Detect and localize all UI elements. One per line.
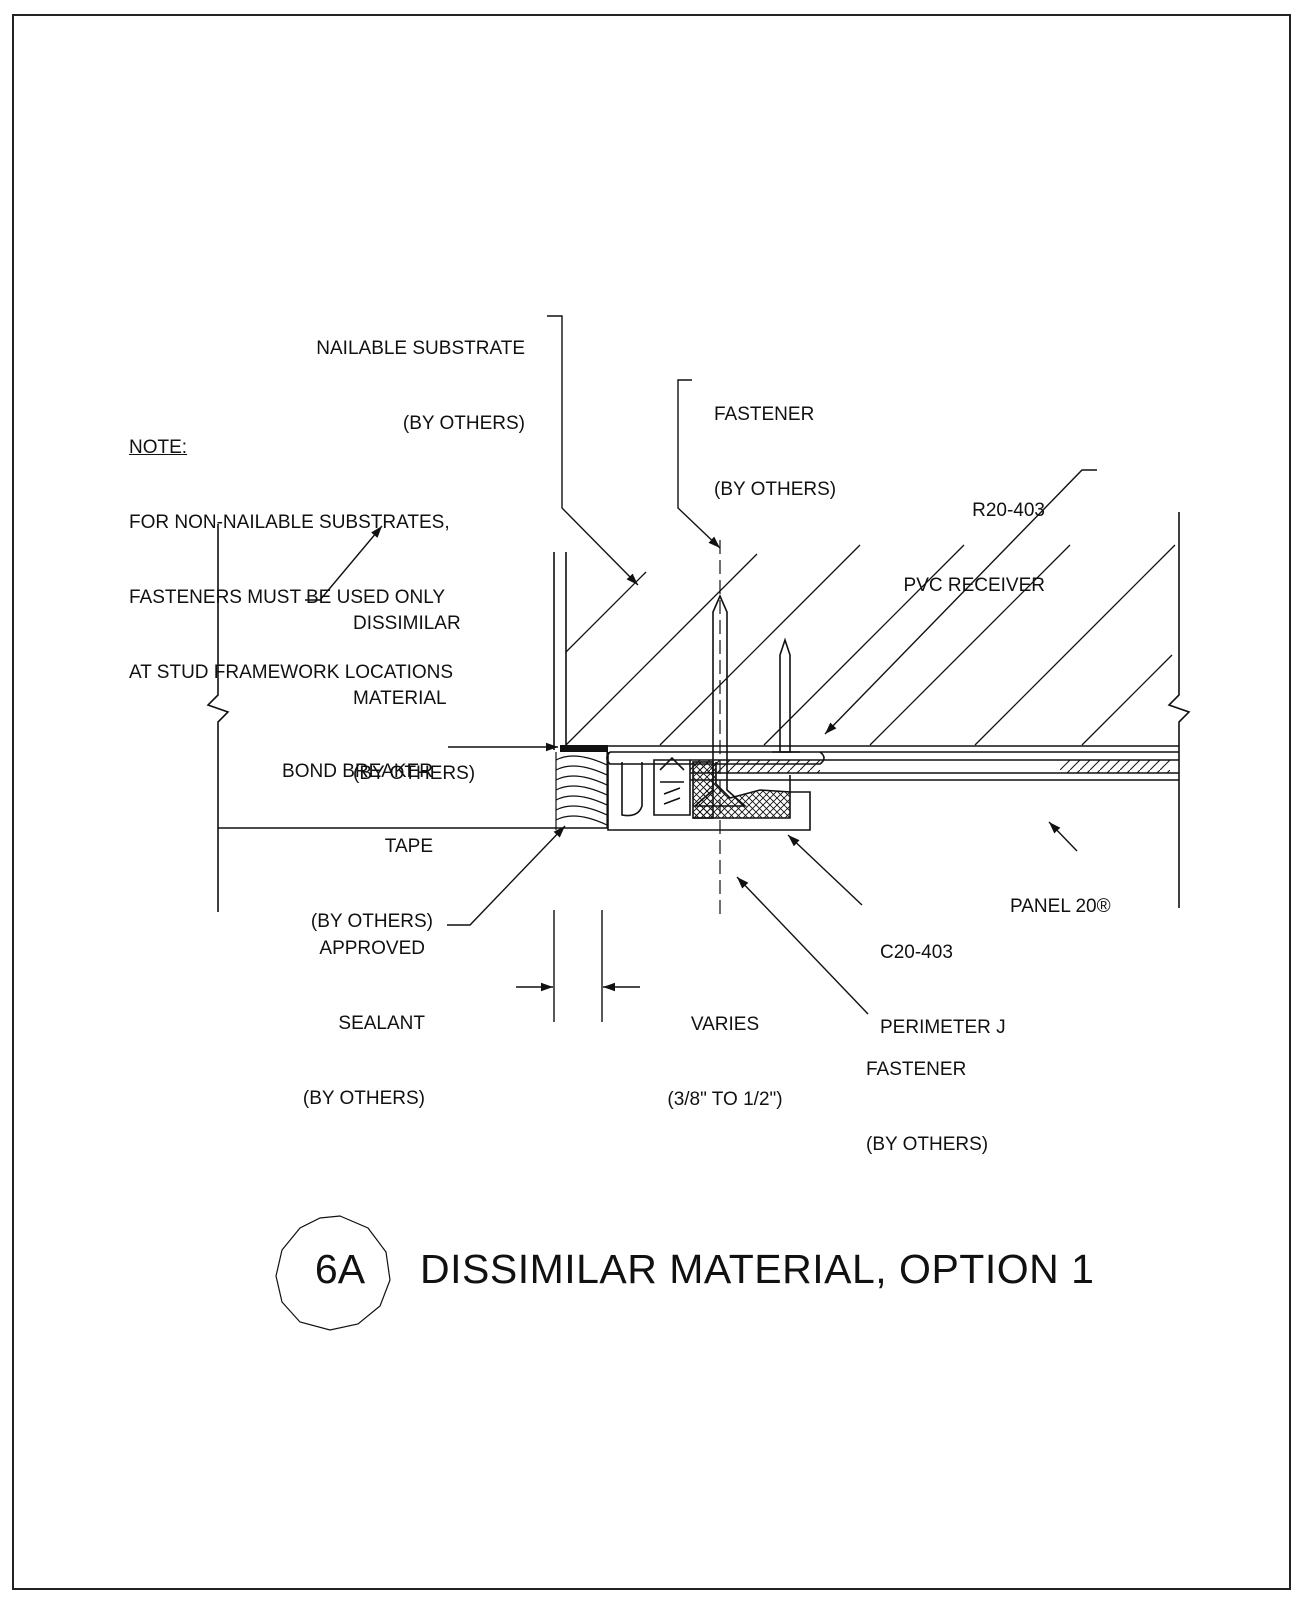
detail-tag: 6A: [314, 1246, 366, 1292]
substrate-edge: [553, 552, 567, 752]
fastener-main: [692, 540, 748, 915]
receiver-and-panel: [566, 745, 1179, 781]
bond-breaker-tape: [560, 745, 608, 752]
label-perimeter-j: C20-403 PERIMETER J: [880, 942, 1006, 1038]
label-sealant: APPROVED SEALANT (BY OTHERS): [302, 938, 425, 1109]
label-varies: VARIES (3/8" TO 1/2"): [667, 1014, 783, 1110]
label-fastener-bottom: FASTENER (BY OTHERS): [866, 1059, 989, 1155]
dimension-varies: [516, 910, 640, 1022]
label-nailable-substrate: NAILABLE SUBSTRATE (BY OTHERS): [316, 338, 525, 434]
right-break-line: [1167, 512, 1191, 908]
label-panel: PANEL 20®: [1010, 896, 1111, 917]
label-fastener-top: FASTENER (BY OTHERS): [714, 404, 837, 500]
label-receiver: R20-403 PVC RECEIVER: [903, 500, 1045, 596]
drawing-sheet: [12, 14, 1291, 1590]
leader-lines: [305, 315, 1097, 1015]
note-block: NOTE: FOR NON-NAILABLE SUBSTRATES, FASTE…: [129, 437, 454, 683]
sealant-waves: [555, 752, 608, 830]
label-dissimilar-material: DISSIMILAR MATERIAL (BY OTHERS): [353, 613, 476, 784]
detail-title: DISSIMILAR MATERIAL, OPTION 1: [420, 1246, 1095, 1292]
label-bond-breaker: BOND BREAKER TAPE (BY OTHERS): [282, 761, 433, 932]
detail-tag-outline: [275, 1215, 391, 1331]
fastener-receiver: [772, 637, 800, 753]
dissimilar-material-outline: [206, 524, 608, 912]
note-heading: NOTE:: [129, 437, 188, 458]
substrate-hatch: [565, 544, 1176, 746]
